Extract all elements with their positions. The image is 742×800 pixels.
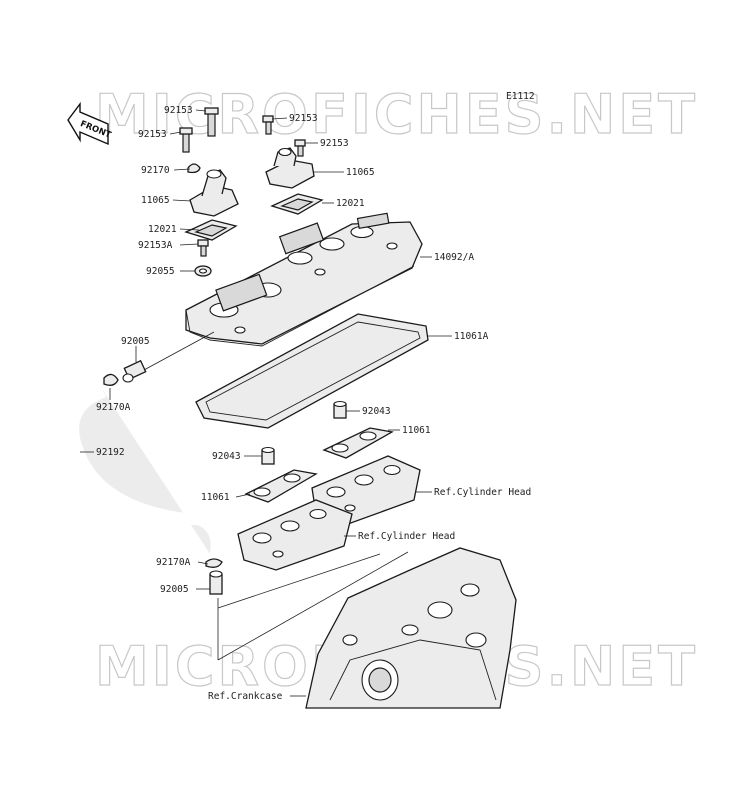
label-92153-c: 92153	[289, 113, 318, 124]
label-92153-b: 92153	[138, 129, 167, 140]
label-11065-b: 11065	[346, 167, 375, 178]
gasket-12021-right	[270, 193, 324, 215]
cylinder-head-section-left	[237, 499, 353, 571]
plug-gasket-11061-left	[244, 469, 318, 503]
bolt-92153-right	[294, 139, 306, 157]
fitting-92005-lower	[209, 570, 223, 595]
label-92170A-a: 92170A	[96, 402, 131, 413]
diagram-code: E1112	[506, 91, 535, 102]
crankcase-section	[305, 547, 517, 709]
label-92043-b: 92043	[212, 451, 241, 462]
breather-cover-11065-right	[265, 147, 315, 189]
label-ref-crankcase: Ref.Crankcase	[208, 691, 283, 702]
clamp-92170A-lower	[205, 558, 223, 568]
label-92192: 92192	[96, 447, 125, 458]
fitting-92005-upper	[122, 359, 147, 383]
front-arrow-icon: FRONT	[67, 101, 113, 146]
label-92043-a: 92043	[362, 406, 391, 417]
label-14092A: 14092/A	[434, 252, 474, 263]
clamp-92170	[187, 163, 201, 174]
bolt-92153A	[197, 239, 209, 257]
label-ref-cylinder-head-a: Ref.Cylinder Head	[434, 487, 531, 498]
label-92153-d: 92153	[320, 138, 349, 149]
label-12021-a: 12021	[148, 224, 177, 235]
label-11061-b: 11061	[402, 425, 431, 436]
clamp-92170A-upper	[103, 373, 119, 386]
label-ref-cylinder-head-b: Ref.Cylinder Head	[358, 531, 455, 542]
cover-gasket-11061A	[195, 313, 429, 429]
grommet-92055	[194, 265, 212, 277]
cylinder-head-cover-14092A	[185, 212, 423, 347]
watermark-top: MICROFICHES.NET	[95, 83, 698, 146]
label-11061-a: 11061	[201, 492, 230, 503]
dowel-pin-92043-right	[333, 400, 347, 419]
label-92153-a: 92153	[164, 105, 193, 116]
leader-lines	[80, 109, 452, 697]
plug-gasket-11061-right	[322, 427, 394, 459]
label-92170A-b: 92170A	[156, 557, 191, 568]
label-12021-b: 12021	[336, 198, 365, 209]
label-92055: 92055	[146, 266, 175, 277]
breather-cover-11065-left	[189, 169, 239, 217]
label-11065-a: 11065	[141, 195, 170, 206]
bolt-92153-left	[179, 127, 193, 153]
label-11061A: 11061A	[454, 331, 489, 342]
label-92153A: 92153A	[138, 240, 173, 251]
label-92170: 92170	[141, 165, 170, 176]
label-92005-b: 92005	[160, 584, 189, 595]
dowel-pin-92043-left	[261, 446, 275, 465]
cylinder-head-section-right	[311, 455, 421, 525]
label-92005-a: 92005	[121, 336, 150, 347]
breather-hose-92192	[68, 386, 222, 562]
gasket-12021-left	[184, 219, 238, 241]
